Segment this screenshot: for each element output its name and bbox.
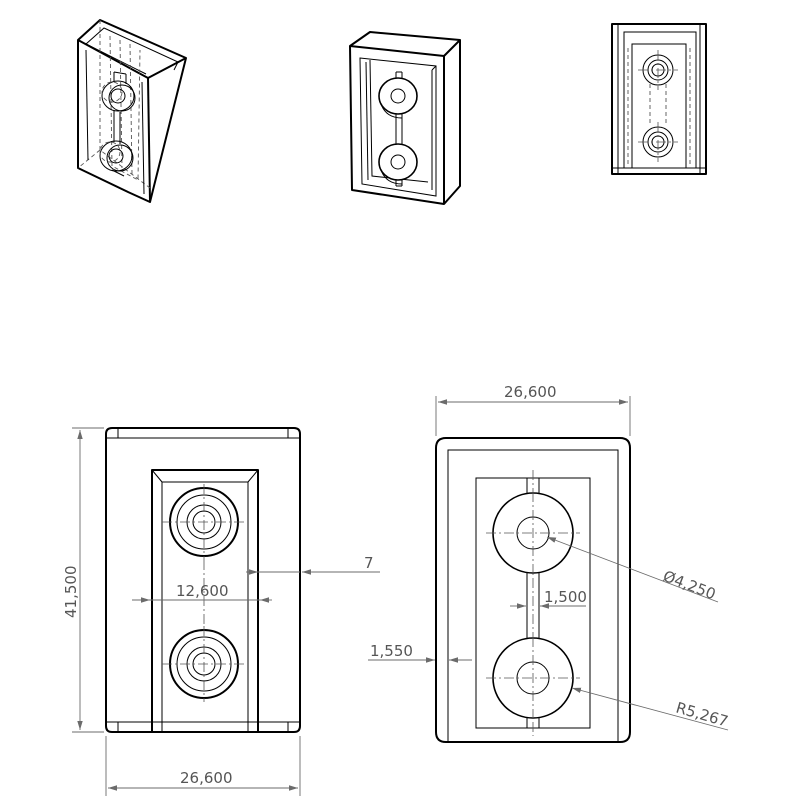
dimension-wall-offset: 7 [246, 554, 380, 575]
front-view [105, 427, 301, 733]
dimension-boss-radius: R5,267 [571, 687, 730, 731]
dimension-wall-offset-label: 7 [364, 554, 374, 572]
dimension-rib-width-label: 1,500 [544, 588, 587, 606]
boss-upper [378, 77, 418, 119]
dimension-height: 41,500 [62, 427, 104, 733]
dimension-width-front-label: 26,600 [180, 769, 233, 787]
dimension-width-back: 26,600 [435, 383, 631, 436]
hole-upper [162, 484, 246, 560]
isometric-hidden-lines-view [77, 19, 187, 203]
dimension-hole-diameter-label: Ø4,250 [661, 567, 719, 603]
dimension-wall-thickness: 1,550 [368, 642, 472, 663]
dimension-pocket-width: 12,600 [132, 582, 272, 603]
dimension-width-back-label: 26,600 [504, 383, 557, 401]
boss-upper [101, 71, 136, 112]
hole-lower [162, 626, 246, 702]
dimension-height-label: 41,500 [62, 566, 80, 619]
dimension-pocket-width-label: 12,600 [176, 582, 229, 600]
back-view [435, 437, 631, 743]
boss-lower [99, 140, 134, 177]
dimension-width-front: 26,600 [105, 736, 301, 796]
top-view-small [611, 23, 707, 175]
boss-lower [378, 143, 418, 185]
hole-upper [638, 50, 678, 90]
dimension-boss-radius-label: R5,267 [674, 699, 730, 731]
dimension-rib-width: 1,500 [510, 588, 587, 609]
hole-lower [638, 122, 678, 162]
dimension-wall-thickness-label: 1,550 [370, 642, 413, 660]
isometric-view [349, 31, 461, 205]
